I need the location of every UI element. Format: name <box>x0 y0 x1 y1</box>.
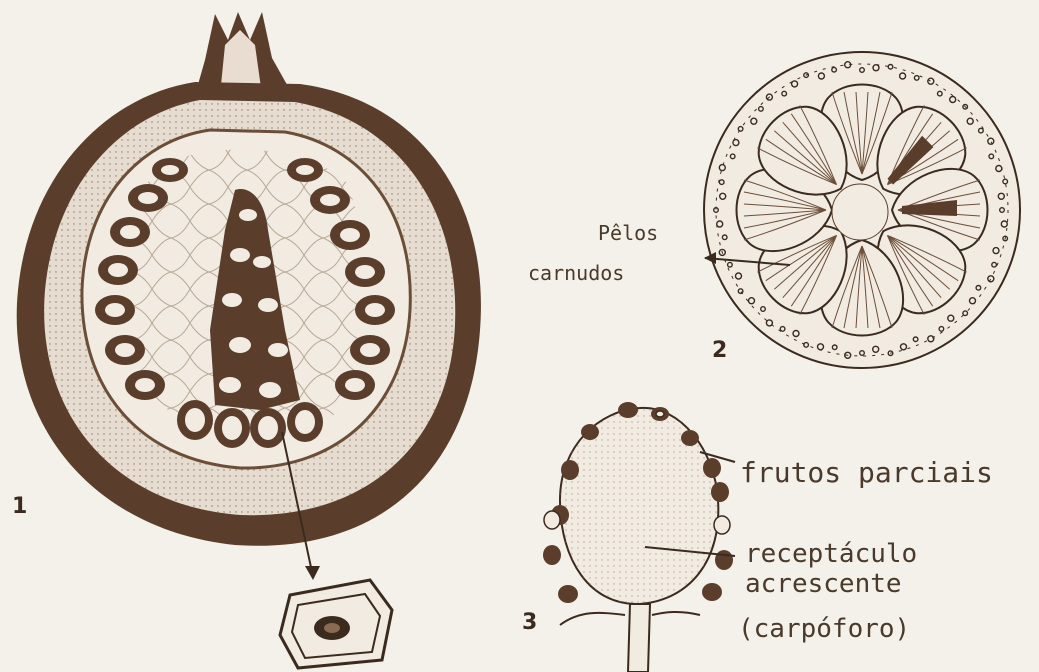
stalk <box>628 604 650 672</box>
pomegranate-section-figure <box>17 12 481 668</box>
partial-fruits-label: frutos parciais <box>740 458 993 489</box>
figure-number-3: 3 <box>522 610 537 635</box>
receptacle-label-line1: receptáculo <box>745 540 917 569</box>
pelos-label-line1: Pêlos <box>598 222 658 244</box>
receptacle-figure <box>543 402 735 672</box>
receptacle-label-line3: (carpóforo) <box>738 615 910 644</box>
citrus-section-figure <box>704 52 1020 368</box>
seed-detail <box>280 580 392 668</box>
arrow-head-icon <box>305 566 320 580</box>
figure-number-2: 2 <box>712 338 727 363</box>
pelos-label-line2: carnudos <box>528 262 624 284</box>
figure-number-1: 1 <box>12 494 27 519</box>
receptacle-label-line2: acrescente <box>745 570 902 599</box>
